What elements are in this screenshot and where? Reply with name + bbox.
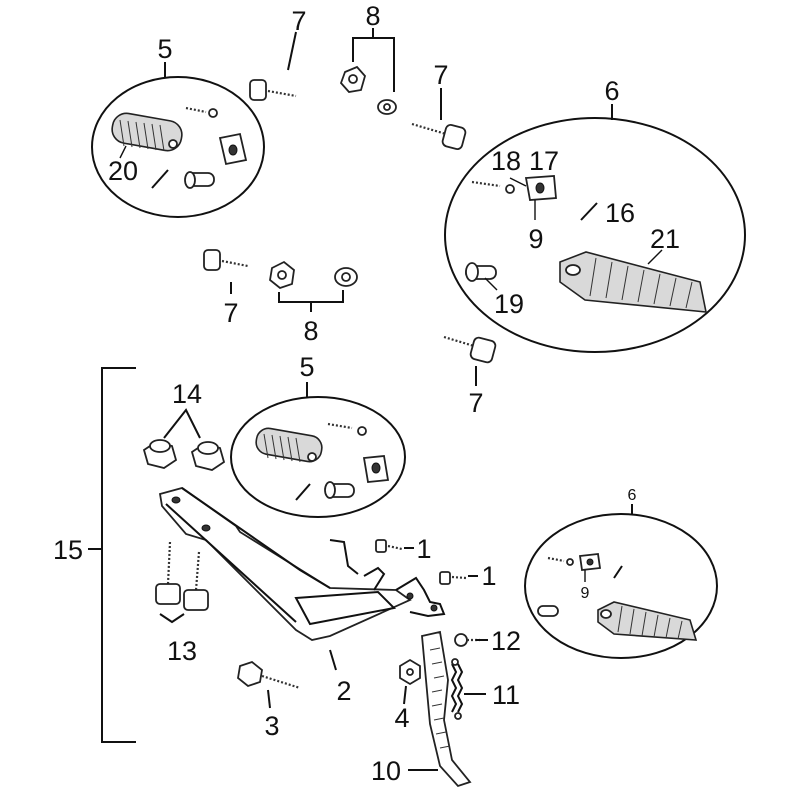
small-bolt-part xyxy=(547,556,574,566)
callout-12: 12 xyxy=(491,626,521,656)
callout-8: 8 xyxy=(365,1,380,31)
callout-17: 17 xyxy=(529,146,559,176)
callout-16: 16 xyxy=(605,198,635,228)
callout-5: 5 xyxy=(299,352,314,382)
detail-circle-5-mid xyxy=(230,396,406,518)
bracket-part xyxy=(362,455,390,483)
footpeg-part xyxy=(597,601,698,641)
callout-20: 20 xyxy=(108,156,138,186)
small-bolt-part xyxy=(471,180,515,194)
callout-6-small: 6 xyxy=(628,487,637,504)
detail-group-6-top xyxy=(444,104,746,353)
callout-3: 3 xyxy=(264,711,279,741)
callout-19: 19 xyxy=(494,289,524,319)
callout-8: 8 xyxy=(303,316,318,346)
detail-group-5-mid xyxy=(230,382,406,518)
detail-group-6-bottom xyxy=(524,504,718,659)
callout-10: 10 xyxy=(371,756,401,786)
callout-18: 18 xyxy=(491,146,521,176)
callout-1: 1 xyxy=(481,561,496,591)
clevis-pin-part xyxy=(465,262,497,282)
bolt-7-mid-left xyxy=(203,249,249,271)
pin-part xyxy=(580,202,598,221)
callout-7: 7 xyxy=(223,298,238,328)
small-bolt-part xyxy=(327,422,367,436)
bolt-7-mid-right xyxy=(443,335,497,364)
clevis-pin-part xyxy=(184,171,215,189)
footpeg-part xyxy=(559,251,707,313)
callout-7: 7 xyxy=(433,60,448,90)
pin-part xyxy=(613,565,623,579)
callout-9: 9 xyxy=(528,224,543,254)
side-stand-10 xyxy=(421,630,472,788)
bolt-3 xyxy=(237,660,301,690)
clevis-pin-part xyxy=(537,605,559,617)
callout-1: 1 xyxy=(416,534,431,564)
small-bolt-part xyxy=(185,106,218,118)
bolt-7-top-left xyxy=(249,79,297,101)
callout-7: 7 xyxy=(291,6,306,36)
detail-group-5-top xyxy=(91,62,265,218)
pin-part xyxy=(295,483,311,501)
nut-4 xyxy=(399,658,421,686)
detail-circle-6-bottom xyxy=(524,513,718,659)
pin-part xyxy=(151,169,169,189)
nut-8-top xyxy=(339,65,397,115)
footpeg-part xyxy=(255,427,323,463)
callout-6: 6 xyxy=(604,76,619,106)
callout-5: 5 xyxy=(157,34,172,64)
bolt-12 xyxy=(454,633,480,647)
cap-nut-14 xyxy=(142,439,226,471)
detail-circle-5-top xyxy=(91,76,265,218)
callout-15: 15 xyxy=(53,535,83,565)
callout-13: 13 xyxy=(167,636,197,666)
bracket-part xyxy=(524,175,557,201)
main-stand-frame xyxy=(158,487,446,641)
bolt-1-a xyxy=(375,539,403,553)
callout-9-small: 9 xyxy=(581,585,590,602)
bracket-15 xyxy=(101,367,136,743)
bracket-part xyxy=(578,553,602,571)
callout-4: 4 xyxy=(394,703,409,733)
stand-bolts-13 xyxy=(155,541,209,611)
bracket-part xyxy=(218,132,248,166)
bolt-7-top-right xyxy=(411,122,467,150)
detail-circle-6-top xyxy=(444,117,746,353)
spring-11 xyxy=(450,658,464,720)
clevis-pin-part xyxy=(324,481,355,499)
nut-8-mid xyxy=(269,260,358,290)
callout-7: 7 xyxy=(468,388,483,418)
callout-11: 11 xyxy=(492,680,520,710)
callout-2: 2 xyxy=(336,676,351,706)
bolt-1-b xyxy=(439,571,467,585)
footpeg-part xyxy=(111,112,183,152)
callout-14: 14 xyxy=(172,379,202,409)
callout-21: 21 xyxy=(650,224,680,254)
